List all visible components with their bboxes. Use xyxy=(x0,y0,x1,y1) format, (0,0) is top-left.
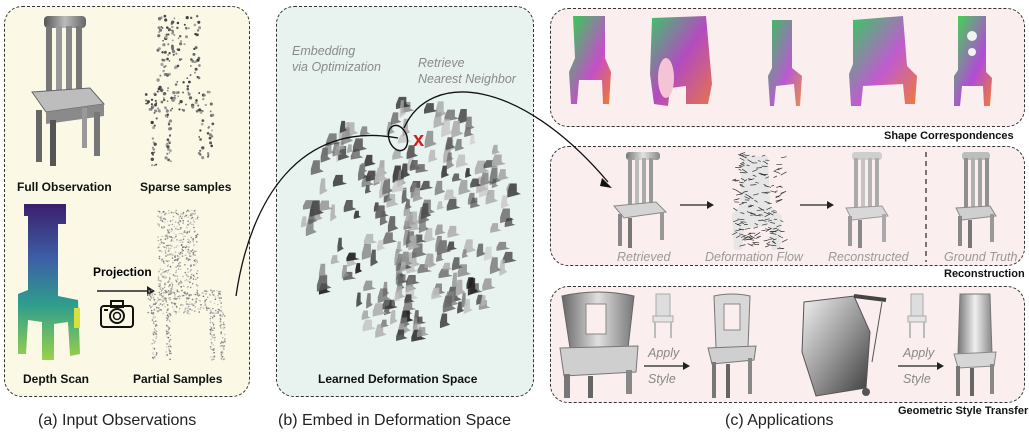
full-observation-label: Full Observation xyxy=(17,180,112,194)
correspondence-chair-5 xyxy=(954,16,992,106)
deformation-flow-field xyxy=(732,152,788,250)
caption-applications: (c) Applications xyxy=(725,412,834,429)
shape-correspondences-label: Shape Correspondences xyxy=(884,130,1014,142)
apply-style-1a: Apply xyxy=(648,346,680,360)
depth-scan-image xyxy=(18,204,80,360)
embedding-text-1: Embedding xyxy=(292,44,356,58)
ground-truth-chair xyxy=(955,152,997,248)
reconstructed-label: Reconstructed xyxy=(828,250,909,264)
style-arrow-1 xyxy=(644,362,690,370)
deformation-space-cloud xyxy=(301,96,521,342)
projection-arrow xyxy=(97,286,155,296)
reconstruction-divider xyxy=(925,152,927,262)
style-result-chair-1 xyxy=(707,293,757,398)
correspondence-chair-3 xyxy=(768,20,802,106)
depth-scan-label: Depth Scan xyxy=(23,372,90,386)
geometric-style-transfer-label: Geometric Style Transfer xyxy=(898,405,1029,417)
reconstruction-label: Reconstruction xyxy=(944,268,1025,280)
apply-style-2a: Apply xyxy=(903,346,935,360)
style-reference-chair-2 xyxy=(907,293,927,338)
partial-samples-label: Partial Samples xyxy=(133,372,223,386)
caption-input-observations: (a) Input Observations xyxy=(38,412,197,429)
partial-samples-chair xyxy=(147,209,226,361)
style-reference-chair-1 xyxy=(652,293,674,338)
correspondence-chair-4 xyxy=(849,16,917,106)
apply-style-1b: Style xyxy=(648,372,676,386)
nearest-neighbor-marker: x xyxy=(413,129,425,151)
correspondence-chair-2 xyxy=(650,16,712,106)
retrieve-text-1: Retrieve xyxy=(418,56,465,70)
reconstruction-arrow-2 xyxy=(800,201,834,209)
style-source-cube-chair xyxy=(801,294,887,397)
sparse-samples-chair xyxy=(144,14,215,167)
retrieved-chair xyxy=(613,152,668,248)
embedding-text-2: via Optimization xyxy=(292,60,381,74)
apply-style-2b: Style xyxy=(903,372,931,386)
projection-label: Projection xyxy=(93,265,152,279)
learned-deformation-space-label: Learned Deformation Space xyxy=(318,372,478,386)
style-source-armchair xyxy=(559,291,639,398)
sparse-samples-label: Sparse samples xyxy=(140,180,232,194)
reconstructed-chair xyxy=(845,152,889,248)
ground-truth-label: Ground Truth xyxy=(944,250,1018,264)
full-observation-chair xyxy=(31,16,105,166)
style-result-chair-2 xyxy=(953,293,997,396)
retrieve-text-2: Nearest Neighbor xyxy=(418,72,516,86)
correspondence-chair-1 xyxy=(569,16,611,104)
style-arrow-2 xyxy=(898,362,944,370)
deformation-flow-label: Deformation Flow xyxy=(705,250,803,264)
reconstruction-arrow-1 xyxy=(680,201,714,209)
camera-icon xyxy=(100,300,134,328)
retrieved-label: Retrieved xyxy=(617,250,671,264)
caption-deformation-space: (b) Embed in Deformation Space xyxy=(278,412,511,429)
